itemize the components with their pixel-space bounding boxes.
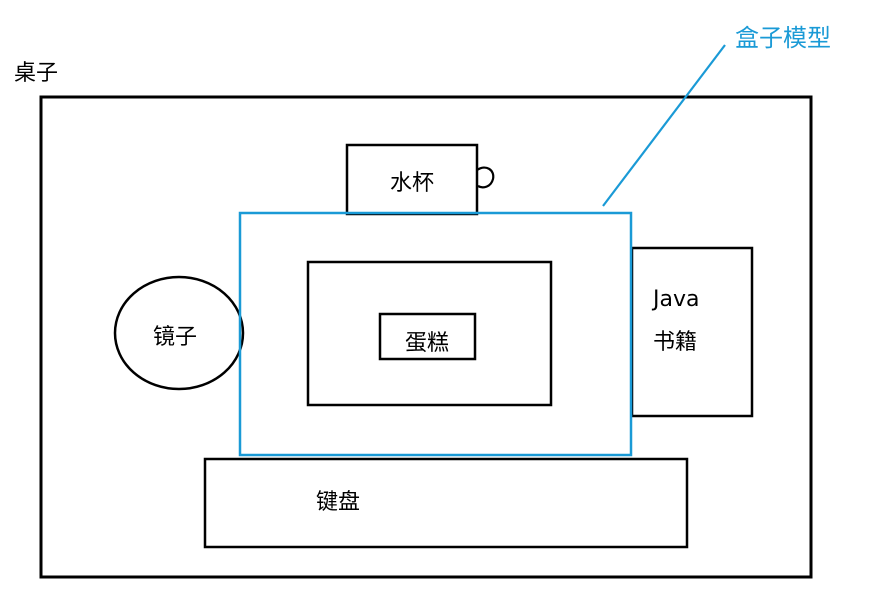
keyboard-label: 键盘 xyxy=(316,490,360,515)
book-label-line2: 书籍 xyxy=(653,330,697,355)
cup-handle xyxy=(476,166,495,189)
box-model-outline xyxy=(238,211,633,457)
table-label: 桌子 xyxy=(14,61,58,86)
mirror-ellipse xyxy=(113,275,245,391)
cake-box xyxy=(378,312,477,361)
cake-label: 蛋糕 xyxy=(405,331,449,356)
book-box xyxy=(630,246,754,418)
keyboard-box xyxy=(203,457,689,549)
box-model-pointer-line xyxy=(602,44,726,207)
cup-label: 水杯 xyxy=(390,171,434,196)
mirror-label: 镜子 xyxy=(153,325,197,350)
table-box xyxy=(39,95,813,579)
box-model-label: 盒子模型 xyxy=(735,24,831,52)
book-label-line1: Java xyxy=(651,287,699,312)
